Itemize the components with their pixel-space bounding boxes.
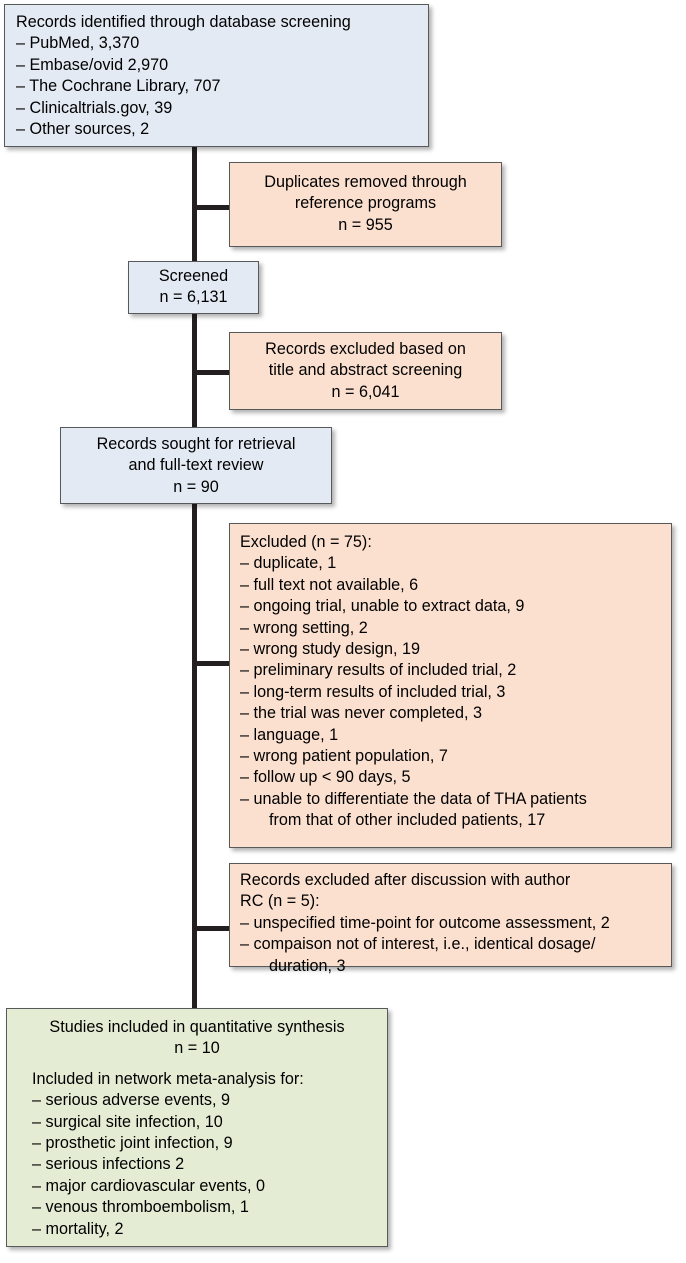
exclusion-reason: – wrong study design, 19 bbox=[240, 640, 420, 659]
screened-count: n = 6,131 bbox=[159, 288, 228, 307]
box-screened: Screened n = 6,131 bbox=[128, 261, 259, 314]
outcome-item: – major cardiovascular events, 0 bbox=[32, 1176, 266, 1195]
records-sought-count: n = 90 bbox=[173, 477, 219, 496]
excluded-title-abstract-line1: Records excluded based on bbox=[265, 340, 466, 358]
box-studies-included: Studies included in quantitative synthes… bbox=[6, 1008, 388, 1247]
discussion-exclusion-reason: – compaison not of interest, i.e., ident… bbox=[240, 935, 596, 954]
box-duplicates-removed: Duplicates removed through reference pro… bbox=[229, 162, 502, 247]
excluded-title-abstract-line2: title and abstract screening bbox=[268, 361, 463, 380]
exclusion-reason: – preliminary results of included trial,… bbox=[240, 661, 517, 680]
exclusion-reason: – wrong patient population, 7 bbox=[240, 747, 448, 766]
records-sought-line2: and full-text review bbox=[128, 456, 264, 475]
source-other: – Other sources, 2 bbox=[16, 120, 150, 139]
duplicates-removed-line1: Duplicates removed through bbox=[264, 173, 467, 191]
box-excluded-title-abstract: Records excluded based on title and abst… bbox=[229, 332, 502, 410]
network-meta-analysis-subheading: Included in network meta-analysis for: bbox=[32, 1069, 304, 1088]
source-pubmed: – PubMed, 3,370 bbox=[16, 34, 140, 53]
connector-branch-discussion-excluded bbox=[192, 926, 232, 931]
source-embase: – Embase/ovid 2,970 bbox=[16, 55, 169, 74]
connector-spine-vertical bbox=[192, 144, 197, 1012]
duplicates-removed-count: n = 955 bbox=[338, 215, 393, 234]
excluded-discussion-heading-line2: RC (n = 5): bbox=[240, 892, 320, 911]
outcome-item: – serious adverse events, 9 bbox=[32, 1091, 230, 1110]
outcome-item: – serious infections 2 bbox=[32, 1155, 185, 1174]
excluded-title-abstract-count: n = 6,041 bbox=[331, 382, 400, 401]
excluded-fulltext-heading: Excluded (n = 75): bbox=[240, 533, 372, 551]
outcome-item: – prosthetic joint infection, 9 bbox=[32, 1134, 233, 1153]
box-records-sought: Records sought for retrieval and full-te… bbox=[60, 427, 332, 504]
source-clinicaltrials: – Clinicaltrials.gov, 39 bbox=[16, 98, 173, 117]
exclusion-reason: – long-term results of included trial, 3 bbox=[240, 682, 506, 701]
exclusion-reason: – language, 1 bbox=[240, 725, 339, 744]
records-sought-line1: Records sought for retrieval bbox=[96, 435, 296, 453]
records-identified-heading: Records identified through database scre… bbox=[16, 13, 351, 31]
box-excluded-discussion: Records excluded after discussion with a… bbox=[229, 863, 672, 975]
connector-branch-fulltext-excluded bbox=[192, 661, 232, 666]
discussion-exclusion-reason-continuation: duration, 3 bbox=[269, 956, 346, 975]
discussion-exclusion-reason: – unspecified time-point for outcome ass… bbox=[240, 913, 610, 932]
outcome-item: – surgical site infection, 10 bbox=[32, 1112, 223, 1131]
exclusion-reason-continuation: from that of other included patients, 17 bbox=[269, 811, 546, 830]
exclusion-reason: – unable to differentiate the data of TH… bbox=[240, 789, 587, 808]
connector-branch-duplicates bbox=[192, 205, 232, 210]
exclusion-reason: – duplicate, 1 bbox=[240, 554, 337, 573]
excluded-discussion-heading-line1: Records excluded after discussion with a… bbox=[240, 871, 571, 889]
studies-included-count: n = 10 bbox=[174, 1039, 220, 1058]
source-cochrane: – The Cochrane Library, 707 bbox=[16, 77, 221, 96]
screened-label: Screened bbox=[158, 267, 229, 285]
outcome-item: – venous thromboembolism, 1 bbox=[32, 1198, 249, 1217]
spacer bbox=[18, 1060, 376, 1069]
duplicates-removed-line2: reference programs bbox=[294, 194, 437, 213]
outcome-item: – mortality, 2 bbox=[32, 1219, 124, 1238]
connector-branch-title-abstract bbox=[192, 370, 232, 375]
box-excluded-fulltext: Excluded (n = 75): – duplicate, 1 – full… bbox=[229, 523, 672, 848]
box-records-identified: Records identified through database scre… bbox=[4, 4, 429, 147]
studies-included-heading: Studies included in quantitative synthes… bbox=[49, 1018, 345, 1036]
exclusion-reason: – ongoing trial, unable to extract data,… bbox=[240, 597, 525, 616]
exclusion-reason: – full text not available, 6 bbox=[240, 575, 419, 594]
exclusion-reason: – follow up < 90 days, 5 bbox=[240, 768, 411, 787]
exclusion-reason: – the trial was never completed, 3 bbox=[240, 704, 483, 723]
exclusion-reason: – wrong setting, 2 bbox=[240, 618, 368, 637]
